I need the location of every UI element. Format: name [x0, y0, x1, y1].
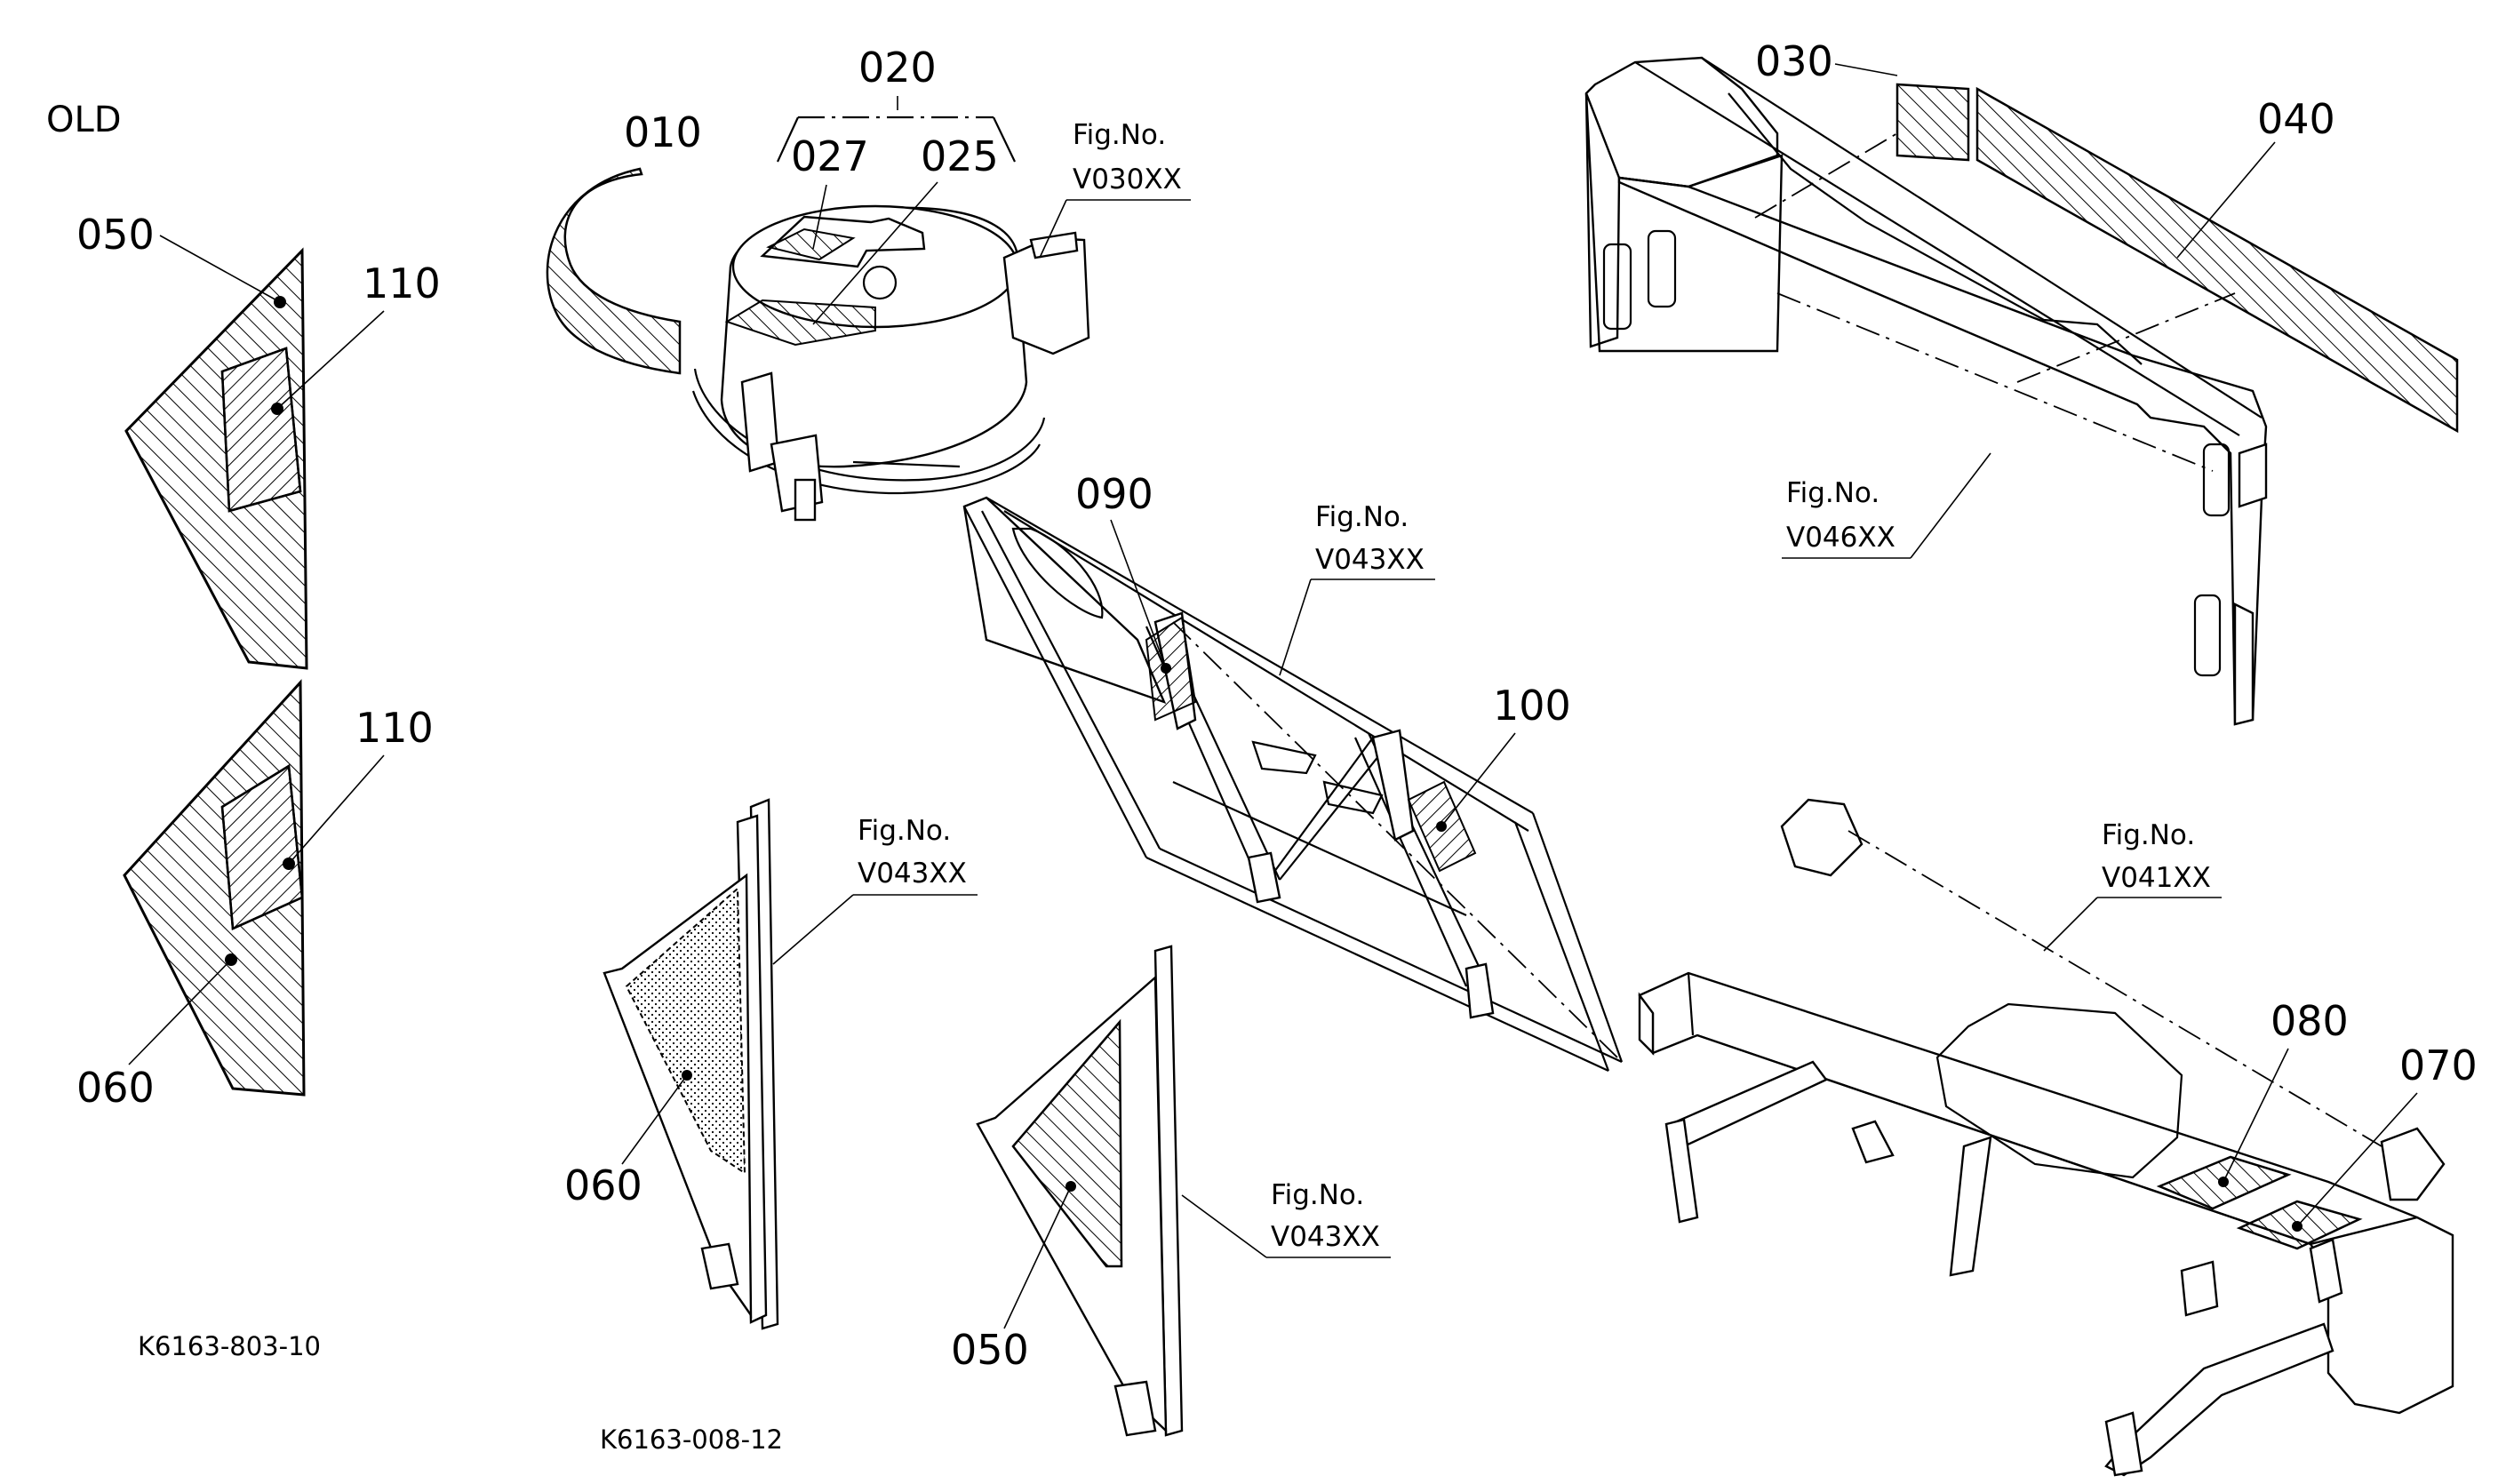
decal-040 [1975, 86, 2459, 434]
label-027: 027 [791, 132, 869, 180]
label-110-top: 110 [363, 259, 441, 307]
label-050-old: 050 [76, 211, 155, 259]
label-020: 020 [858, 44, 937, 92]
fig-ref-v043-mid: V043XX [1315, 544, 1425, 576]
fig-label-v043-bottom: Fig.No. [1271, 1179, 1364, 1211]
label-010: 010 [624, 108, 702, 156]
fig-label-v030: Fig.No. [1073, 119, 1166, 151]
label-060-panel: 060 [564, 1161, 642, 1209]
label-025: 025 [921, 132, 999, 180]
center-frame [962, 496, 1624, 1072]
fig-ref-v043-bottom: V043XX [1271, 1221, 1380, 1253]
label-100: 100 [1493, 682, 1571, 730]
label-070: 070 [2399, 1041, 2478, 1089]
drum-assembly [546, 167, 1090, 522]
fig-ref-v046: V046XX [1786, 522, 1895, 554]
fig-label-v046: Fig.No. [1786, 477, 1880, 509]
label-060-old: 060 [76, 1064, 155, 1112]
drawing-code-left: K6163-803-10 [138, 1331, 321, 1361]
label-040: 040 [2257, 95, 2335, 143]
drawing-code-center: K6163-008-12 [600, 1424, 783, 1455]
side-panel-060 [603, 798, 779, 1330]
rear-panel [1584, 56, 2268, 726]
label-080: 080 [2271, 997, 2349, 1045]
label-110-bottom: 110 [355, 704, 434, 752]
decal-030 [1895, 83, 1970, 162]
fig-ref-v043-left: V043XX [858, 858, 967, 890]
fig-ref-v041: V041XX [2102, 862, 2211, 894]
fig-ref-v030: V030XX [1073, 164, 1182, 195]
label-090: 090 [1075, 470, 1153, 518]
fig-label-v043-left: Fig.No. [858, 815, 951, 847]
label-050-panel: 050 [951, 1326, 1029, 1374]
side-panel-050 [976, 945, 1184, 1437]
fig-label-v041: Fig.No. [2102, 819, 2195, 851]
old-label: OLD [46, 100, 122, 140]
fig-label-v043-mid: Fig.No. [1315, 501, 1409, 533]
label-030: 030 [1755, 37, 1833, 85]
base-frame [1638, 798, 2454, 1477]
decal-060-old [123, 679, 306, 1097]
decal-050-old [124, 247, 308, 670]
